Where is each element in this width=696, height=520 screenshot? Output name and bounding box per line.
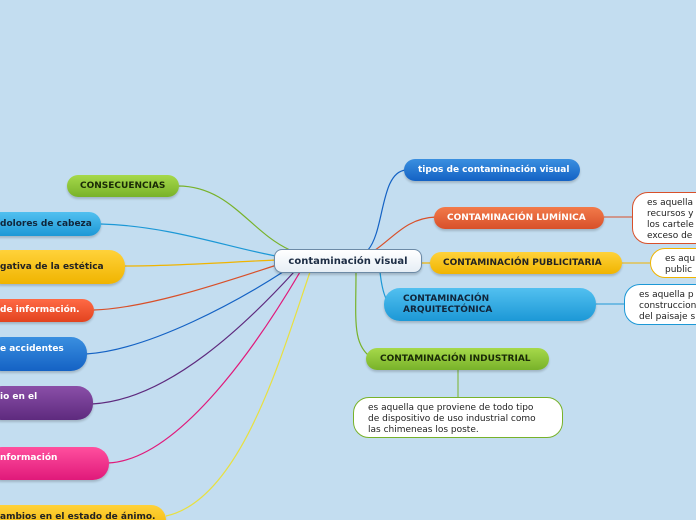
desc-publicitaria[interactable]: es aqu public <box>650 248 696 278</box>
link-nformacion <box>107 271 301 464</box>
link-estetica <box>124 259 277 267</box>
branch-accidentes[interactable]: e accidentes <box>0 337 87 371</box>
desc-line: public <box>665 265 693 275</box>
desc-line: es aqu <box>665 254 696 264</box>
branch-contaminacion-luminica[interactable]: CONTAMINACIÓN LUMÍNICA <box>434 207 604 229</box>
branch-informacion[interactable]: de información. <box>0 299 94 322</box>
link-accidentes <box>85 269 287 355</box>
branch-dolores-cabeza[interactable]: dolores de cabeza <box>0 212 101 236</box>
branch-label: e accidentes <box>0 344 64 354</box>
link-tipos <box>367 169 407 251</box>
branch-label: nformación <box>0 453 58 463</box>
desc-line: del paisaje s <box>639 312 696 322</box>
branch-label-line: io en el <box>0 392 38 402</box>
branch-label: io en el <box>0 392 37 403</box>
link-io-en-el <box>91 271 295 405</box>
branch-label: ambios en el estado de ánimo. <box>0 512 156 520</box>
link-luminica <box>371 216 437 253</box>
link-dolores <box>100 223 277 257</box>
link-informacion <box>93 263 281 311</box>
desc-line: de dispositivo de uso industrial como <box>368 414 536 424</box>
branch-label: CONTAMINACIÓN ARQUITECTÓNICA <box>403 294 492 316</box>
central-topic[interactable]: contaminación visual <box>274 249 422 273</box>
branch-consecuencias[interactable]: CONSECUENCIAS <box>67 175 179 197</box>
desc-arquitectonica[interactable]: es aquella p construccion del paisaje s <box>624 284 696 325</box>
branch-label: tipos de contaminación visual <box>418 164 570 175</box>
central-topic-label: contaminación visual <box>288 255 408 267</box>
desc-line: construccion <box>639 301 696 311</box>
desc-line: es aquella p <box>639 290 694 300</box>
branch-label: de información. <box>0 305 80 315</box>
branch-label: dolores de cabeza <box>0 218 92 229</box>
branch-contaminacion-arquitectonica[interactable]: CONTAMINACIÓN ARQUITECTÓNICA <box>384 288 596 321</box>
desc-line: es aquella <box>647 198 694 208</box>
desc-luminica[interactable]: es aquella recursos y los cartele exceso… <box>632 192 696 244</box>
branch-estetica[interactable]: gativa de la estética <box>0 250 125 284</box>
desc-line: recursos y <box>647 209 694 219</box>
branch-label: gativa de la estética <box>0 261 104 272</box>
branch-nformacion[interactable]: nformación <box>0 447 109 480</box>
desc-industrial[interactable]: es aquella que proviene de todo tipo de … <box>353 397 563 438</box>
branch-label: CONTAMINACIÓN LUMÍNICA <box>447 212 586 223</box>
desc-line: las chimeneas los poste. <box>368 425 479 435</box>
branch-tipos-contaminacion[interactable]: tipos de contaminación visual <box>404 159 580 181</box>
branch-label: CONTAMINACIÓN PUBLICITARIA <box>443 257 602 268</box>
desc-line: exceso de <box>647 231 693 241</box>
branch-contaminacion-industrial[interactable]: CONTAMINACIÓN INDUSTRIAL <box>366 348 549 370</box>
branch-label: CONSECUENCIAS <box>80 180 166 191</box>
desc-line: es aquella que proviene de todo tipo <box>368 403 534 413</box>
branch-label-line: ARQUITECTÓNICA <box>403 304 493 315</box>
link-consecuencias <box>177 185 291 251</box>
branch-io-en-el[interactable]: io en el <box>0 386 93 420</box>
branch-contaminacion-publicitaria[interactable]: CONTAMINACIÓN PUBLICITARIA <box>430 252 622 274</box>
branch-label-line: CONTAMINACIÓN <box>403 293 490 304</box>
link-animo <box>165 271 311 517</box>
desc-line: los cartele <box>647 220 694 230</box>
branch-label: CONTAMINACIÓN INDUSTRIAL <box>380 353 531 364</box>
link-industrial <box>355 271 373 359</box>
branch-estado-animo[interactable]: ambios en el estado de ánimo. <box>0 505 166 520</box>
